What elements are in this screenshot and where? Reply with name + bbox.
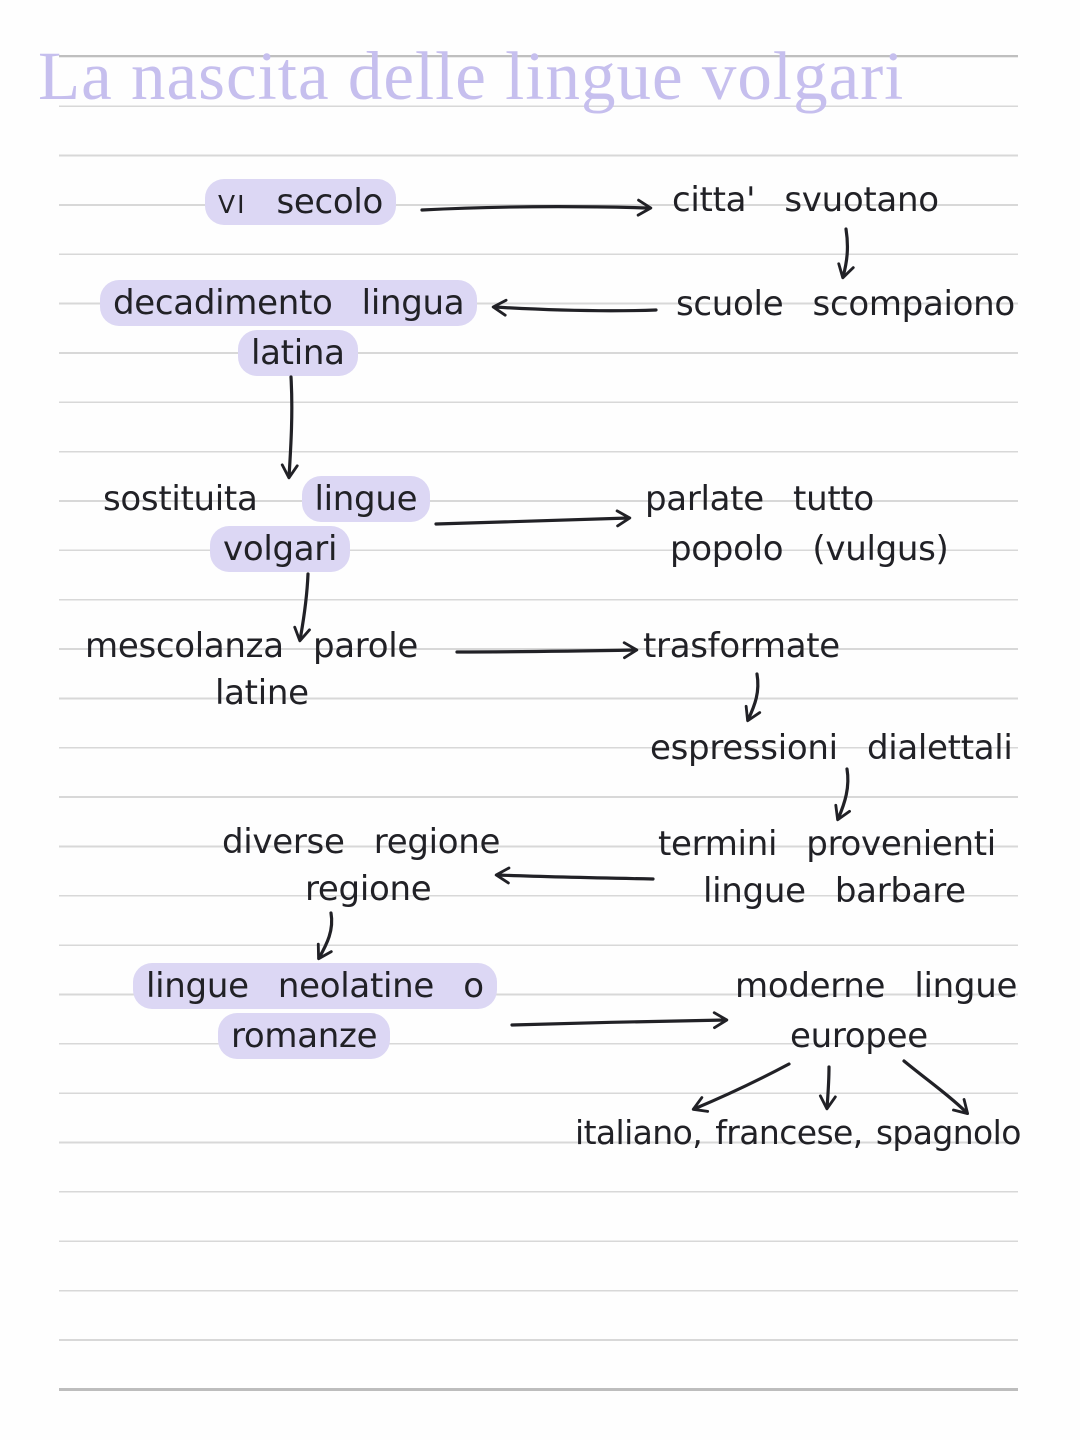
node-lingue-neolatine-o-romanze: lingue neolatine o romanze [133, 962, 497, 1061]
node-vi-secolo: VI secolo [205, 178, 397, 227]
sostituita-label: sostituita [103, 479, 258, 519]
node-sostituita-lingue-volgari: sostituita lingue volgari [103, 475, 431, 574]
node-mescolanza-parole-latine: mescolanza parole latine [85, 622, 418, 718]
node-decadimento-lingua-latina: decadimento lingua latina [100, 279, 478, 378]
node-espressioni-dialettali: espressioni dialettali [650, 724, 1013, 773]
scuole-scompaiono-label: scuole scompaiono [676, 284, 1015, 324]
node-esempi-lingue: italiano, francese, spagnolo [575, 1108, 1021, 1157]
ruled-line-top [59, 55, 1018, 57]
regione-label: regione [305, 869, 432, 909]
node-moderne-lingue-europee: moderne lingue europee [735, 962, 1017, 1061]
node-termini-provenienti-lingue-barbare: termini provenienti lingue barbare [658, 820, 996, 916]
highlight-latina: latina [238, 330, 358, 376]
espressioni-dialettali-label: espressioni dialettali [650, 728, 1013, 768]
vi-secolo-label: secolo [276, 182, 384, 222]
roman-numeral: VI [218, 190, 247, 219]
ruled-lines [59, 56, 1018, 1393]
node-parlate-tutto-popolo: parlate tutto popolo (vulgus) [645, 475, 949, 574]
highlight-vi-secolo: VI secolo [205, 179, 397, 225]
highlight-lingue: lingue [301, 476, 431, 522]
latine-label: latine [215, 673, 309, 713]
diverse-regione-label: diverse regione [222, 822, 501, 862]
trasformate-label: trasformate [643, 626, 840, 666]
lingue-barbare-label: lingue barbare [703, 871, 966, 911]
esempi-label: italiano, francese, spagnolo [575, 1113, 1021, 1152]
citta-svuotano-label: citta' svuotano [672, 180, 939, 220]
node-citta-svuotano: citta' svuotano [672, 176, 939, 225]
popolo-vulgus-label: popolo (vulgus) [670, 529, 949, 569]
parlate-tutto-label: parlate tutto [645, 479, 874, 519]
highlight-volgari: volgari [210, 526, 351, 572]
europee-label: europee [790, 1016, 928, 1056]
mescolanza-parole-label: mescolanza parole [85, 626, 418, 666]
highlight-lingue-neolatine-o: lingue neolatine o [133, 963, 497, 1009]
page-title: La nascita delle lingue volgari [38, 38, 905, 114]
highlight-decadimento-lingua: decadimento lingua [100, 280, 478, 326]
node-scuole-scompaiono: scuole scompaiono [676, 280, 1015, 329]
node-diverse-regione-regione: diverse regione regione [222, 818, 500, 914]
ruled-line-bottom [59, 1388, 1018, 1391]
termini-provenienti-label: termini provenienti [658, 824, 996, 864]
node-trasformate: trasformate [643, 622, 840, 671]
highlight-romanze: romanze [218, 1013, 391, 1059]
moderne-lingue-label: moderne lingue [735, 966, 1018, 1006]
